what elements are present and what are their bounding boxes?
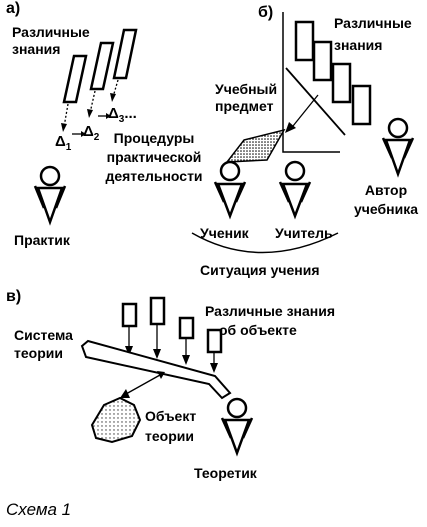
object-arrow <box>120 371 165 398</box>
knowledge-label-v-line2: об объекте <box>219 322 297 338</box>
teacher-label: Учитель <box>275 225 333 241</box>
panel-a-knowledge-bars <box>62 28 138 104</box>
learning-situation-arc <box>191 232 339 254</box>
panel-label-v: в) <box>6 288 22 305</box>
knowledge-bar <box>121 302 138 328</box>
knowledge-bar <box>206 328 223 354</box>
author-icon <box>381 117 415 178</box>
knowledge-base-line <box>285 67 346 136</box>
theorist-label: Теоретик <box>194 465 257 481</box>
panel-a-arrows <box>61 79 119 137</box>
author-label: Автор учебника <box>353 182 419 217</box>
panel-label-a: а) <box>6 0 21 17</box>
practitioner-icon <box>33 165 67 226</box>
knowledge-label-v-line1: Различные знания <box>205 303 336 319</box>
panel-b-arrow <box>285 94 319 133</box>
knowledge-label-line2: знания <box>12 41 61 57</box>
theory-object-shape <box>90 396 142 444</box>
theory-system-label-line2: теории <box>14 345 63 361</box>
knowledge-bar <box>112 28 138 80</box>
theorist-icon <box>220 397 254 457</box>
knowledge-bar <box>312 40 333 82</box>
panel-b-knowledge-bars <box>294 20 372 126</box>
schema-caption: Схема 1 <box>6 500 72 519</box>
panel-label-b: б) <box>258 4 274 21</box>
subject-label-line1: Учебный <box>215 81 278 97</box>
knowledge-bar <box>89 41 115 91</box>
panel-v-knowledge-bars <box>121 296 223 354</box>
procedures-label: Процедуры практической деятельности <box>105 130 203 184</box>
knowledge-label-b-line2: знания <box>334 37 383 53</box>
panel-v-arrows <box>125 325 218 373</box>
panel-b-frame <box>282 12 340 153</box>
knowledge-label-b-line1: Различные <box>334 15 412 31</box>
subject-label-line2: предмет <box>215 98 274 114</box>
student-label: Ученик <box>200 225 249 241</box>
delta-3: Δ3... <box>108 105 137 126</box>
teacher-icon <box>278 160 312 220</box>
subject-parallelogram <box>225 128 286 163</box>
delta-2: Δ2 <box>83 123 100 144</box>
practitioner-label: Практик <box>14 232 70 248</box>
knowledge-bar <box>331 62 352 104</box>
knowledge-bar <box>351 84 372 126</box>
knowledge-bar <box>294 20 315 62</box>
knowledge-bar <box>149 296 166 326</box>
theory-system-label-line1: Система <box>14 327 73 343</box>
theory-system-beam <box>80 339 232 400</box>
theory-object-label-line2: теории <box>145 428 194 444</box>
knowledge-label-line1: Различные <box>12 24 90 40</box>
delta-1: Δ1 <box>55 133 72 154</box>
theory-object-label-line1: Объект <box>145 408 197 424</box>
knowledge-bar <box>62 54 88 104</box>
learning-situation-label: Ситуация учения <box>200 262 320 278</box>
knowledge-bar <box>178 316 195 340</box>
student-icon <box>213 160 247 220</box>
